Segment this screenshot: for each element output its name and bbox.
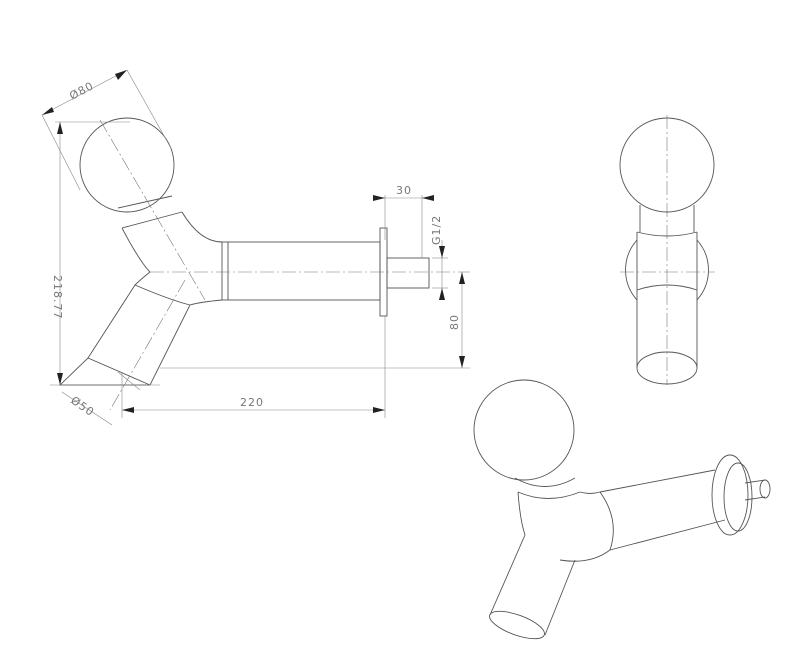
collar — [117, 195, 183, 229]
iso-flange-back — [723, 462, 753, 532]
side-body — [636, 232, 698, 291]
flange-outline — [625, 239, 709, 301]
dim-height: 218.77 — [51, 275, 64, 320]
dim-thread: G1/2 — [430, 215, 443, 245]
ball-outline — [79, 117, 175, 213]
dim-center-height: 80 — [448, 314, 461, 330]
isometric-view — [473, 379, 771, 640]
horizontal-pipe — [221, 241, 381, 301]
iso-pipe — [599, 469, 726, 551]
dim-length: 220 — [240, 396, 264, 409]
iso-thread-end — [759, 479, 771, 499]
thread-stub — [386, 257, 430, 289]
iso-spout-opening — [489, 610, 545, 640]
iso-thread-stub — [744, 479, 766, 501]
centerline-lower — [109, 279, 186, 411]
dim-thread-length: 30 — [396, 184, 412, 197]
iso-neck — [517, 491, 601, 536]
dimension-arrows — [42, 70, 465, 413]
iso-ball-outline — [473, 379, 575, 481]
upper-neck — [121, 211, 223, 273]
centerline-upper — [99, 119, 206, 301]
side-spout — [636, 290, 698, 368]
side-view — [619, 115, 715, 385]
iso-spout — [489, 534, 576, 636]
dim-ball-diameter: Ø80 — [67, 79, 96, 103]
front-view: Ø80 218.77 30 G1/2 80 Ø50 220 — [41, 69, 470, 426]
iso-junction — [559, 491, 614, 562]
dim-spout-diameter: Ø50 — [68, 394, 96, 419]
iso-flange — [711, 454, 749, 536]
iso-collar — [514, 477, 581, 499]
